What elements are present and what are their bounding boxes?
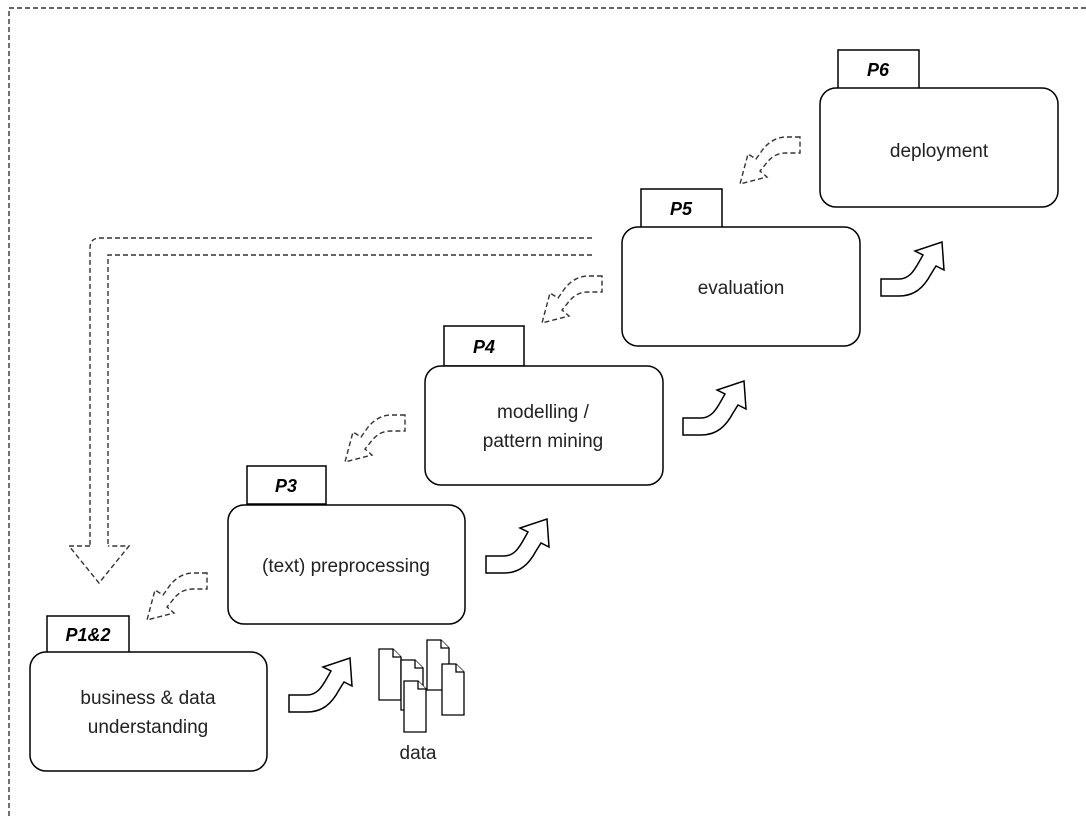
- phase-tag-box: [640, 188, 723, 229]
- phase-label-line-1: modelling /: [497, 402, 590, 423]
- phase-label-line-2: understanding: [88, 717, 208, 738]
- backward-arrow-icon: [739, 136, 801, 185]
- document-stack-icon: [378, 639, 465, 733]
- phase-tag: P5: [670, 199, 693, 219]
- phase-tag: P1&2: [65, 625, 110, 645]
- phase-tag-box: [46, 615, 130, 654]
- phase-box: [227, 504, 466, 625]
- forward-arrow-icon: [485, 518, 550, 574]
- backward-arrow-icon: [146, 572, 208, 621]
- phase-tag: P6: [867, 60, 890, 80]
- phase-p6: P6 deployment: [819, 49, 1059, 208]
- phase-tag-box: [443, 325, 525, 367]
- phase-label-line-1: business & data: [80, 688, 216, 709]
- forward-arrow-icon: [288, 657, 353, 713]
- phase-p5: P5 evaluation: [621, 188, 861, 347]
- phase-label-line-2: pattern mining: [483, 431, 603, 452]
- phase-p4: P4 modelling / pattern mining: [424, 325, 664, 486]
- phase-p3: P3 (text) preprocessing: [227, 465, 466, 625]
- outer-dashed-frame: [8, 7, 1086, 816]
- feedback-loop: [67, 237, 592, 585]
- phase-tag-box: [837, 49, 920, 90]
- return-arrow-icon: [67, 545, 131, 585]
- phase-label-line-1: evaluation: [698, 278, 785, 299]
- phase-p1-2: P1&2 business & data understanding: [29, 615, 268, 772]
- backward-arrow-icon: [344, 414, 406, 463]
- backward-arrow-icon: [541, 275, 603, 324]
- phase-tag: P3: [275, 476, 297, 496]
- forward-arrow-icon: [880, 241, 945, 297]
- phase-box: [424, 365, 664, 486]
- phase-box: [621, 226, 861, 347]
- phase-box: [819, 87, 1059, 208]
- phase-box: [29, 651, 268, 772]
- phase-tag: P4: [473, 337, 495, 357]
- data-label: data: [400, 743, 437, 764]
- phase-tag-box: [246, 465, 327, 505]
- phase-label-line-1: deployment: [890, 141, 989, 162]
- feedback-loop-inner-line: [107, 254, 592, 546]
- forward-arrow-icon: [682, 380, 747, 436]
- phase-label-line-1: (text) preprocessing: [262, 556, 430, 577]
- feedback-loop-outer-line: [89, 237, 592, 546]
